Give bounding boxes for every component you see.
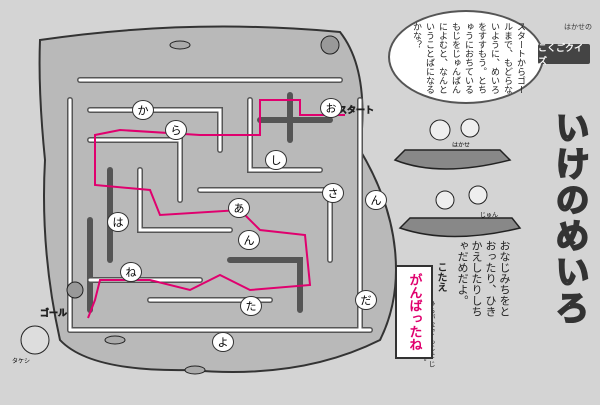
mascot-figure (20, 325, 50, 355)
kid-figure-3 (468, 185, 488, 205)
series-label: はかせの (564, 23, 592, 31)
cheer-message: がんばったね (395, 265, 433, 359)
boat-top (393, 149, 512, 170)
page-title: いけのめいろ (548, 109, 590, 327)
kid-figure (460, 118, 480, 138)
maze-letter-stone: さ (322, 183, 344, 203)
beetle-icon (320, 35, 340, 55)
goal-sign: ゴール (40, 309, 68, 320)
kid-figure-2 (435, 190, 455, 210)
start-sign: スタート (338, 106, 375, 117)
turtle-icon (66, 281, 84, 299)
maze-letter-stone: ん (365, 190, 387, 210)
professor-figure (429, 119, 451, 141)
maze-letter-stone: だ (355, 290, 377, 310)
maze-letter-stone: お (320, 98, 342, 118)
fish-icon (184, 365, 206, 375)
quiz-label: こくごクイズ (538, 44, 590, 67)
maze-letter-stone: ら (165, 120, 187, 140)
answer-label: こたえ (435, 262, 446, 292)
intro-bubble: スタートからゴールまで、もどらないように、めいろをすすもう。とちゅうにおちている… (388, 10, 544, 104)
fish-icon (169, 40, 191, 50)
hint-text: おなじみちをとおったり、ひきかえしたりしちゃだめだよ。 (456, 240, 511, 317)
maze-letter-stone: ん (238, 230, 260, 250)
maze-letter-stone: あ (228, 198, 250, 218)
maze-letter-stone: は (107, 212, 129, 232)
boat-bottom (398, 217, 522, 238)
professor-label: はかせ (452, 142, 471, 149)
intro-text: スタートからゴールまで、もどらないように、めいろをすすもう。とちゅうにおちている… (411, 22, 525, 94)
mascot-label: タケシ (12, 358, 31, 365)
kid-label: じゅん (480, 212, 499, 219)
maze-letter-stone: た (240, 296, 262, 316)
maze-letter-stone: よ (212, 332, 234, 352)
maze-letter-stone: し (265, 150, 287, 170)
solution-path (87, 99, 345, 319)
maze-letter-stone: か (132, 100, 154, 120)
fish-icon (104, 335, 126, 345)
maze-letter-stone: ね (120, 262, 142, 282)
